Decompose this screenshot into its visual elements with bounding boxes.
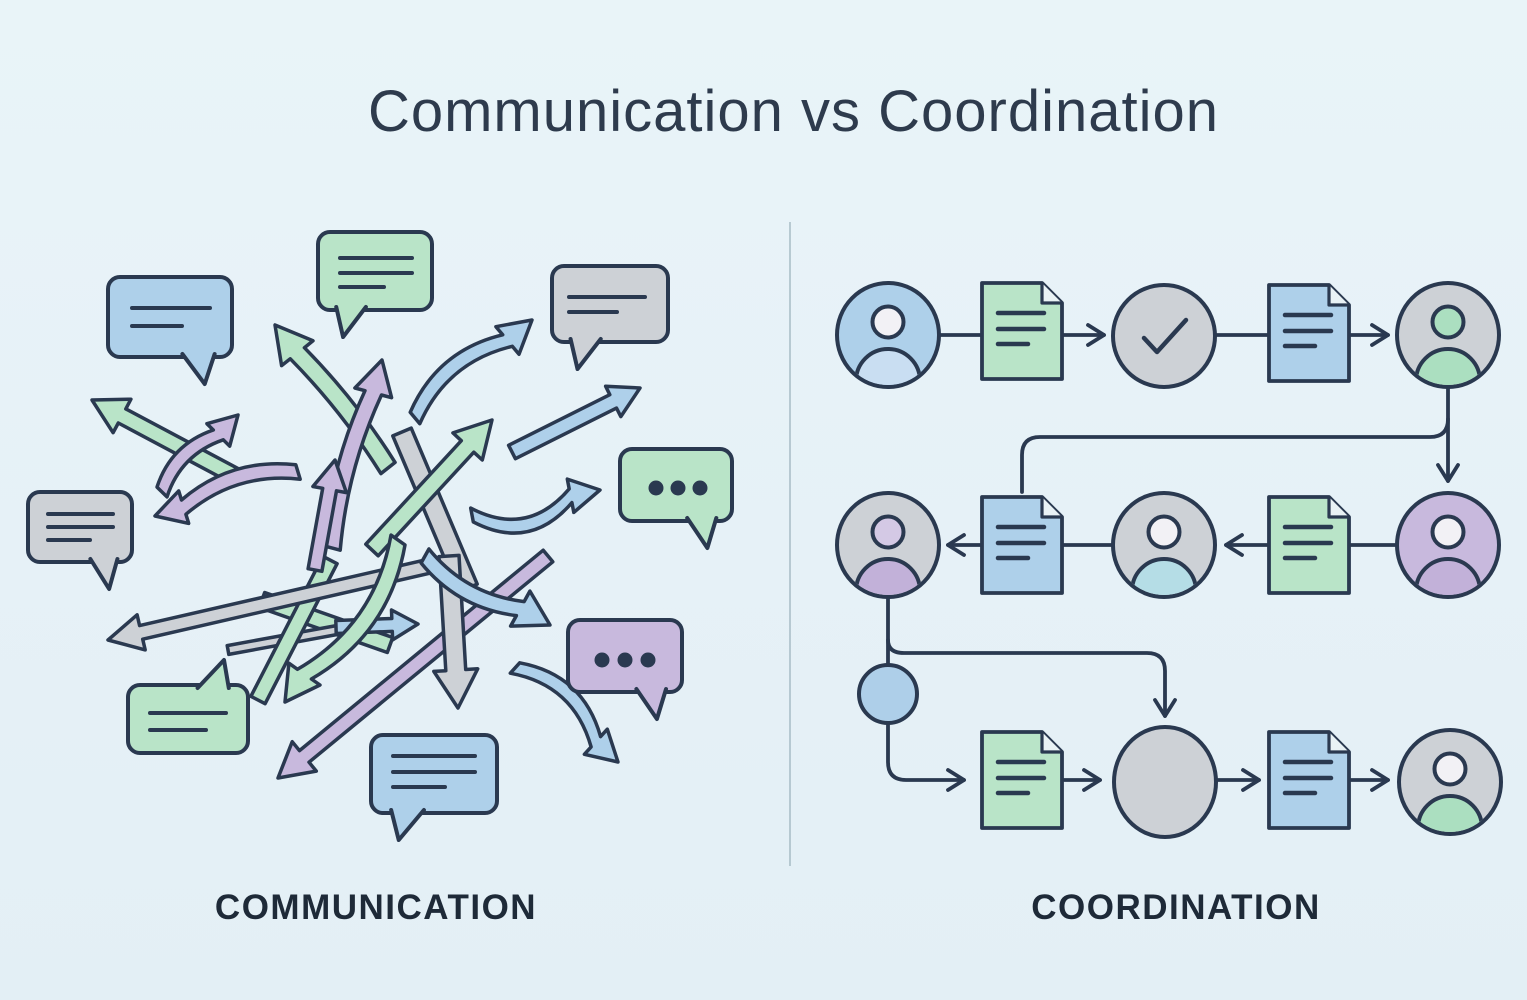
speech-bubble bbox=[369, 733, 499, 842]
person-head bbox=[1432, 751, 1468, 787]
junction-node bbox=[857, 663, 919, 725]
chaotic-arrow-icon bbox=[155, 413, 240, 499]
document-icon bbox=[1267, 495, 1351, 595]
chaotic-arrows-cluster bbox=[90, 318, 642, 780]
speech-bubble-tail-edge bbox=[88, 557, 120, 591]
chaotic-arrow-icon bbox=[283, 533, 407, 704]
flow-arrowhead-icon bbox=[1370, 768, 1390, 792]
communication-label: COMMUNICATION bbox=[214, 888, 538, 927]
flow-arrowhead-icon bbox=[1436, 463, 1460, 483]
chaotic-arrow-icon bbox=[306, 458, 349, 574]
flow-arrowhead-icon bbox=[1370, 323, 1390, 347]
speech-bubble-body bbox=[106, 275, 234, 359]
person-avatar bbox=[1395, 491, 1501, 599]
chaotic-arrow-icon bbox=[508, 661, 620, 764]
speech-bubble bbox=[26, 490, 134, 591]
person-head bbox=[870, 514, 906, 550]
ellipsis-dot-icon bbox=[692, 480, 708, 496]
person-head bbox=[870, 304, 906, 340]
person-head bbox=[1146, 514, 1182, 550]
speech-bubble-tail-edge bbox=[334, 305, 368, 339]
chaotic-arrow-icon bbox=[364, 418, 494, 558]
document-fold-corner bbox=[1327, 732, 1349, 754]
ellipsis-dot-icon bbox=[670, 480, 686, 496]
speech-bubble bbox=[126, 658, 250, 755]
chaotic-arrow-icon bbox=[419, 547, 552, 628]
chaotic-arrow-icon bbox=[468, 477, 602, 535]
coordination-label: COORDINATION bbox=[1031, 888, 1321, 927]
speech-bubble-tail-edge bbox=[568, 337, 603, 371]
document-fold-corner bbox=[1040, 497, 1062, 519]
document-fold-corner bbox=[1327, 285, 1349, 307]
speech-bubble bbox=[618, 447, 734, 550]
flow-connector bbox=[1020, 417, 1450, 494]
speech-bubble bbox=[316, 230, 434, 339]
speech-bubble-body bbox=[126, 683, 250, 755]
document-fold-corner bbox=[1327, 497, 1349, 519]
person-icon bbox=[1414, 514, 1482, 595]
step-circle bbox=[1111, 283, 1217, 389]
speech-bubbles-cluster bbox=[26, 230, 734, 842]
process-circle bbox=[1112, 725, 1218, 839]
document-icon bbox=[1267, 730, 1351, 830]
person-head bbox=[1430, 304, 1466, 340]
ellipsis-dot-icon bbox=[648, 480, 664, 496]
approval-step bbox=[1111, 283, 1217, 389]
speech-bubble-tail-edge bbox=[195, 658, 231, 690]
speech-bubble-tail-edge bbox=[389, 808, 426, 842]
document-fold-corner bbox=[1040, 732, 1062, 754]
speech-bubble-tail-edge bbox=[634, 687, 669, 721]
document-icon bbox=[980, 730, 1064, 830]
speech-bubble bbox=[566, 618, 684, 721]
diagram-title: Communication vs Coordination bbox=[367, 79, 1220, 144]
speech-bubble-body bbox=[550, 264, 670, 344]
speech-bubble bbox=[106, 275, 234, 386]
document-fold-corner bbox=[1040, 283, 1062, 305]
ellipsis-dot-icon bbox=[594, 652, 610, 668]
chaotic-arrow-icon bbox=[432, 553, 480, 710]
flow-arrowhead-icon bbox=[1153, 698, 1177, 718]
speech-bubble bbox=[550, 264, 670, 371]
flow-arrowhead-icon bbox=[946, 533, 966, 557]
coordination-flowchart bbox=[835, 281, 1503, 839]
ellipsis-dot-icon bbox=[640, 652, 656, 668]
person-avatar bbox=[835, 281, 941, 389]
person-head bbox=[1430, 514, 1466, 550]
flow-connector bbox=[886, 638, 1167, 718]
check-icon bbox=[1141, 317, 1189, 355]
person-avatar bbox=[1397, 728, 1503, 836]
document-icon bbox=[1267, 283, 1351, 383]
speech-bubble-tail-edge bbox=[685, 516, 719, 550]
person-avatar bbox=[835, 491, 941, 599]
person-avatar bbox=[1111, 491, 1217, 599]
chaotic-arrow-icon bbox=[90, 397, 241, 485]
flow-arrowhead-icon bbox=[946, 768, 966, 792]
document-icon bbox=[980, 281, 1064, 381]
speech-bubble-tail-edge bbox=[180, 352, 217, 386]
document-icon bbox=[980, 495, 1064, 595]
flow-connector bbox=[886, 722, 966, 782]
flow-arrowhead-icon bbox=[1086, 323, 1106, 347]
flow-arrowhead-icon bbox=[1082, 768, 1102, 792]
flow-arrowhead-icon bbox=[1224, 533, 1244, 557]
ellipsis-dot-icon bbox=[617, 652, 633, 668]
flow-arrowhead-icon bbox=[1241, 768, 1261, 792]
chaotic-arrow-icon bbox=[153, 462, 302, 526]
connector-bar bbox=[391, 426, 479, 594]
chaotic-arrow-icon bbox=[506, 384, 642, 461]
chaotic-arrow-icon bbox=[408, 318, 534, 426]
